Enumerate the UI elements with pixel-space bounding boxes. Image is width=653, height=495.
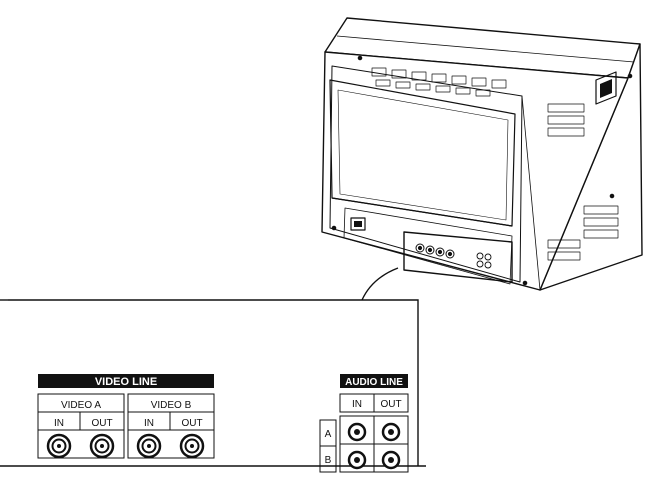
video-a-label: VIDEO A (61, 400, 101, 411)
bnc-connector-icon (425, 245, 435, 255)
audio-row-b-label: B (325, 455, 332, 466)
bnc-connector-icon (415, 243, 425, 253)
audio-line-group: AUDIO LINE IN OUT A B (319, 374, 409, 473)
video-line-title: VIDEO LINE (95, 376, 157, 388)
video-a-in-label: IN (54, 418, 64, 429)
video-b-in-connector[interactable] (136, 433, 162, 459)
monitor-illustration (321, 17, 643, 291)
video-b-label: VIDEO B (151, 400, 192, 411)
side-handle (595, 71, 617, 105)
bnc-connector-icon (445, 249, 455, 259)
power-switch (350, 217, 366, 231)
fan-vent-icon (476, 252, 492, 269)
audio-row-a-label: A (325, 429, 332, 440)
video-a-out-connector[interactable] (89, 433, 115, 459)
audio-line-label-bar (340, 374, 408, 388)
audio-in-label: IN (352, 399, 362, 410)
audio-out-label: OUT (380, 399, 401, 410)
audio-line-title: AUDIO LINE (345, 377, 403, 388)
video-a-frame (37, 393, 125, 459)
video-b-out-connector[interactable] (179, 433, 205, 459)
video-b-frame (127, 393, 215, 459)
top-vents (371, 67, 507, 97)
audio-a-in-jack[interactable] (347, 422, 367, 442)
video-b-in-label: IN (144, 418, 154, 429)
audio-b-in-jack[interactable] (347, 450, 367, 470)
video-line-group: VIDEO LINE VIDEO A IN OUT VIDEO B IN OUT (37, 374, 215, 459)
audio-b-out-jack[interactable] (381, 450, 401, 470)
video-b-out-label: OUT (181, 418, 202, 429)
callout-line (361, 267, 399, 301)
connector-highlight-box (403, 231, 513, 283)
audio-a-out-jack[interactable] (381, 422, 401, 442)
video-line-label-bar (38, 374, 214, 388)
bnc-connector-icon (435, 247, 445, 257)
side-vents (547, 103, 619, 261)
video-a-out-label: OUT (91, 418, 112, 429)
video-a-in-connector[interactable] (46, 433, 72, 459)
